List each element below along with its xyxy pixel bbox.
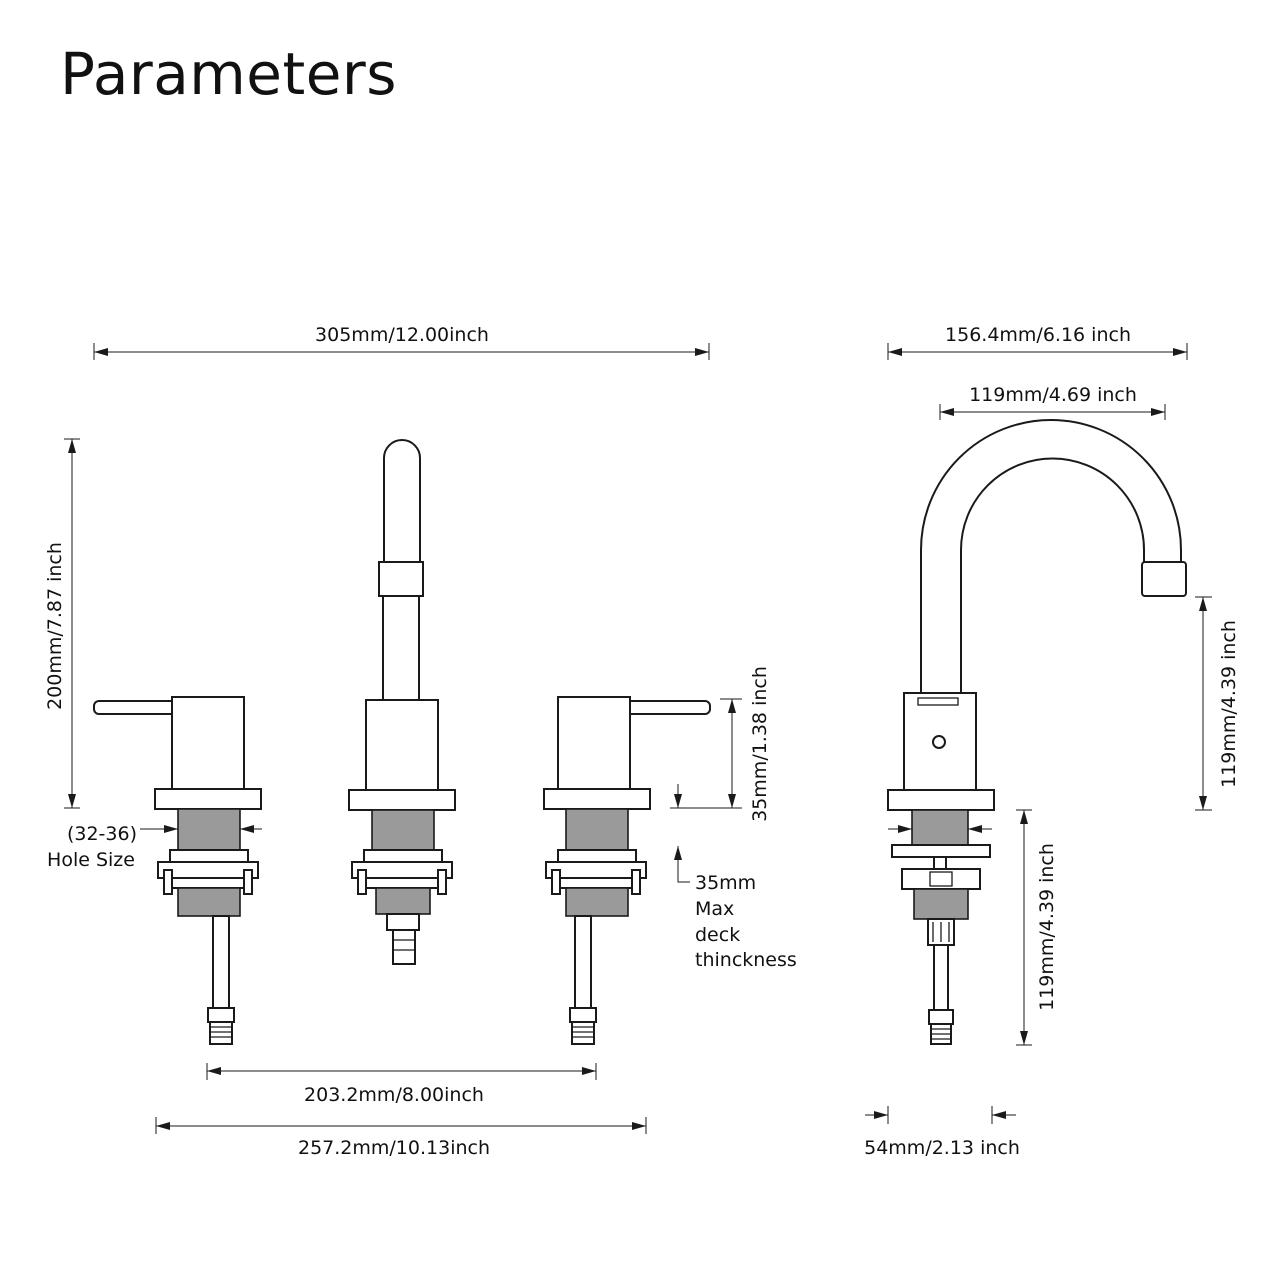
outer-spread-label: 257.2mm/10.13inch (298, 1137, 490, 1159)
hole-size-line-1: (32-36) (67, 823, 137, 845)
center-spout (348, 439, 456, 965)
overall-depth-label: 156.4mm/6.16 inch (945, 324, 1131, 346)
base-width-label: 54mm/2.13 inch (864, 1137, 1020, 1159)
right-handle-valve (543, 696, 711, 1045)
page-title: Parameters (60, 40, 397, 108)
center-spread-label: 203.2mm/8.00inch (304, 1084, 484, 1106)
overall-width-label: 305mm/12.00inch (315, 324, 489, 346)
dim-handle-height: 35mm/1.38 inch (670, 666, 771, 822)
hole-size-line-2: Hole Size (47, 849, 135, 871)
dim-center-spread: 203.2mm/8.00inch (206, 1063, 597, 1106)
deck-thickness-line-4: thinckness (695, 949, 797, 971)
dim-overall-depth: 156.4mm/6.16 inch (887, 324, 1188, 360)
dim-spout-height: 119mm/4.39 inch (1195, 596, 1240, 811)
spout-height-label: 119mm/4.39 inch (1218, 620, 1240, 788)
dim-overall-width: 305mm/12.00inch (93, 324, 710, 360)
dim-shank-length: 119mm/4.39 inch (1016, 809, 1058, 1046)
side-view-faucet (887, 419, 1187, 1045)
left-handle-valve (93, 696, 262, 1045)
deck-thickness-line-3: deck (695, 924, 740, 946)
dim-height: 200mm/7.87 inch (44, 438, 80, 809)
deck-thickness-line-2: Max (695, 898, 734, 920)
height-label: 200mm/7.87 inch (44, 542, 66, 710)
dim-hole-size: (32-36) Hole Size (47, 823, 262, 871)
dim-outer-spread: 257.2mm/10.13inch (155, 1117, 647, 1159)
dim-spout-reach: 119mm/4.69 inch (939, 384, 1166, 420)
handle-height-label: 35mm/1.38 inch (749, 666, 771, 822)
shank-length-label: 119mm/4.39 inch (1036, 843, 1058, 1011)
dim-base-width: 54mm/2.13 inch (864, 1106, 1020, 1159)
deck-thickness-line-1: 35mm (695, 872, 756, 894)
spout-reach-label: 119mm/4.69 inch (969, 384, 1137, 406)
dim-deck-thickness: 35mm Max deck thinckness (674, 846, 797, 971)
